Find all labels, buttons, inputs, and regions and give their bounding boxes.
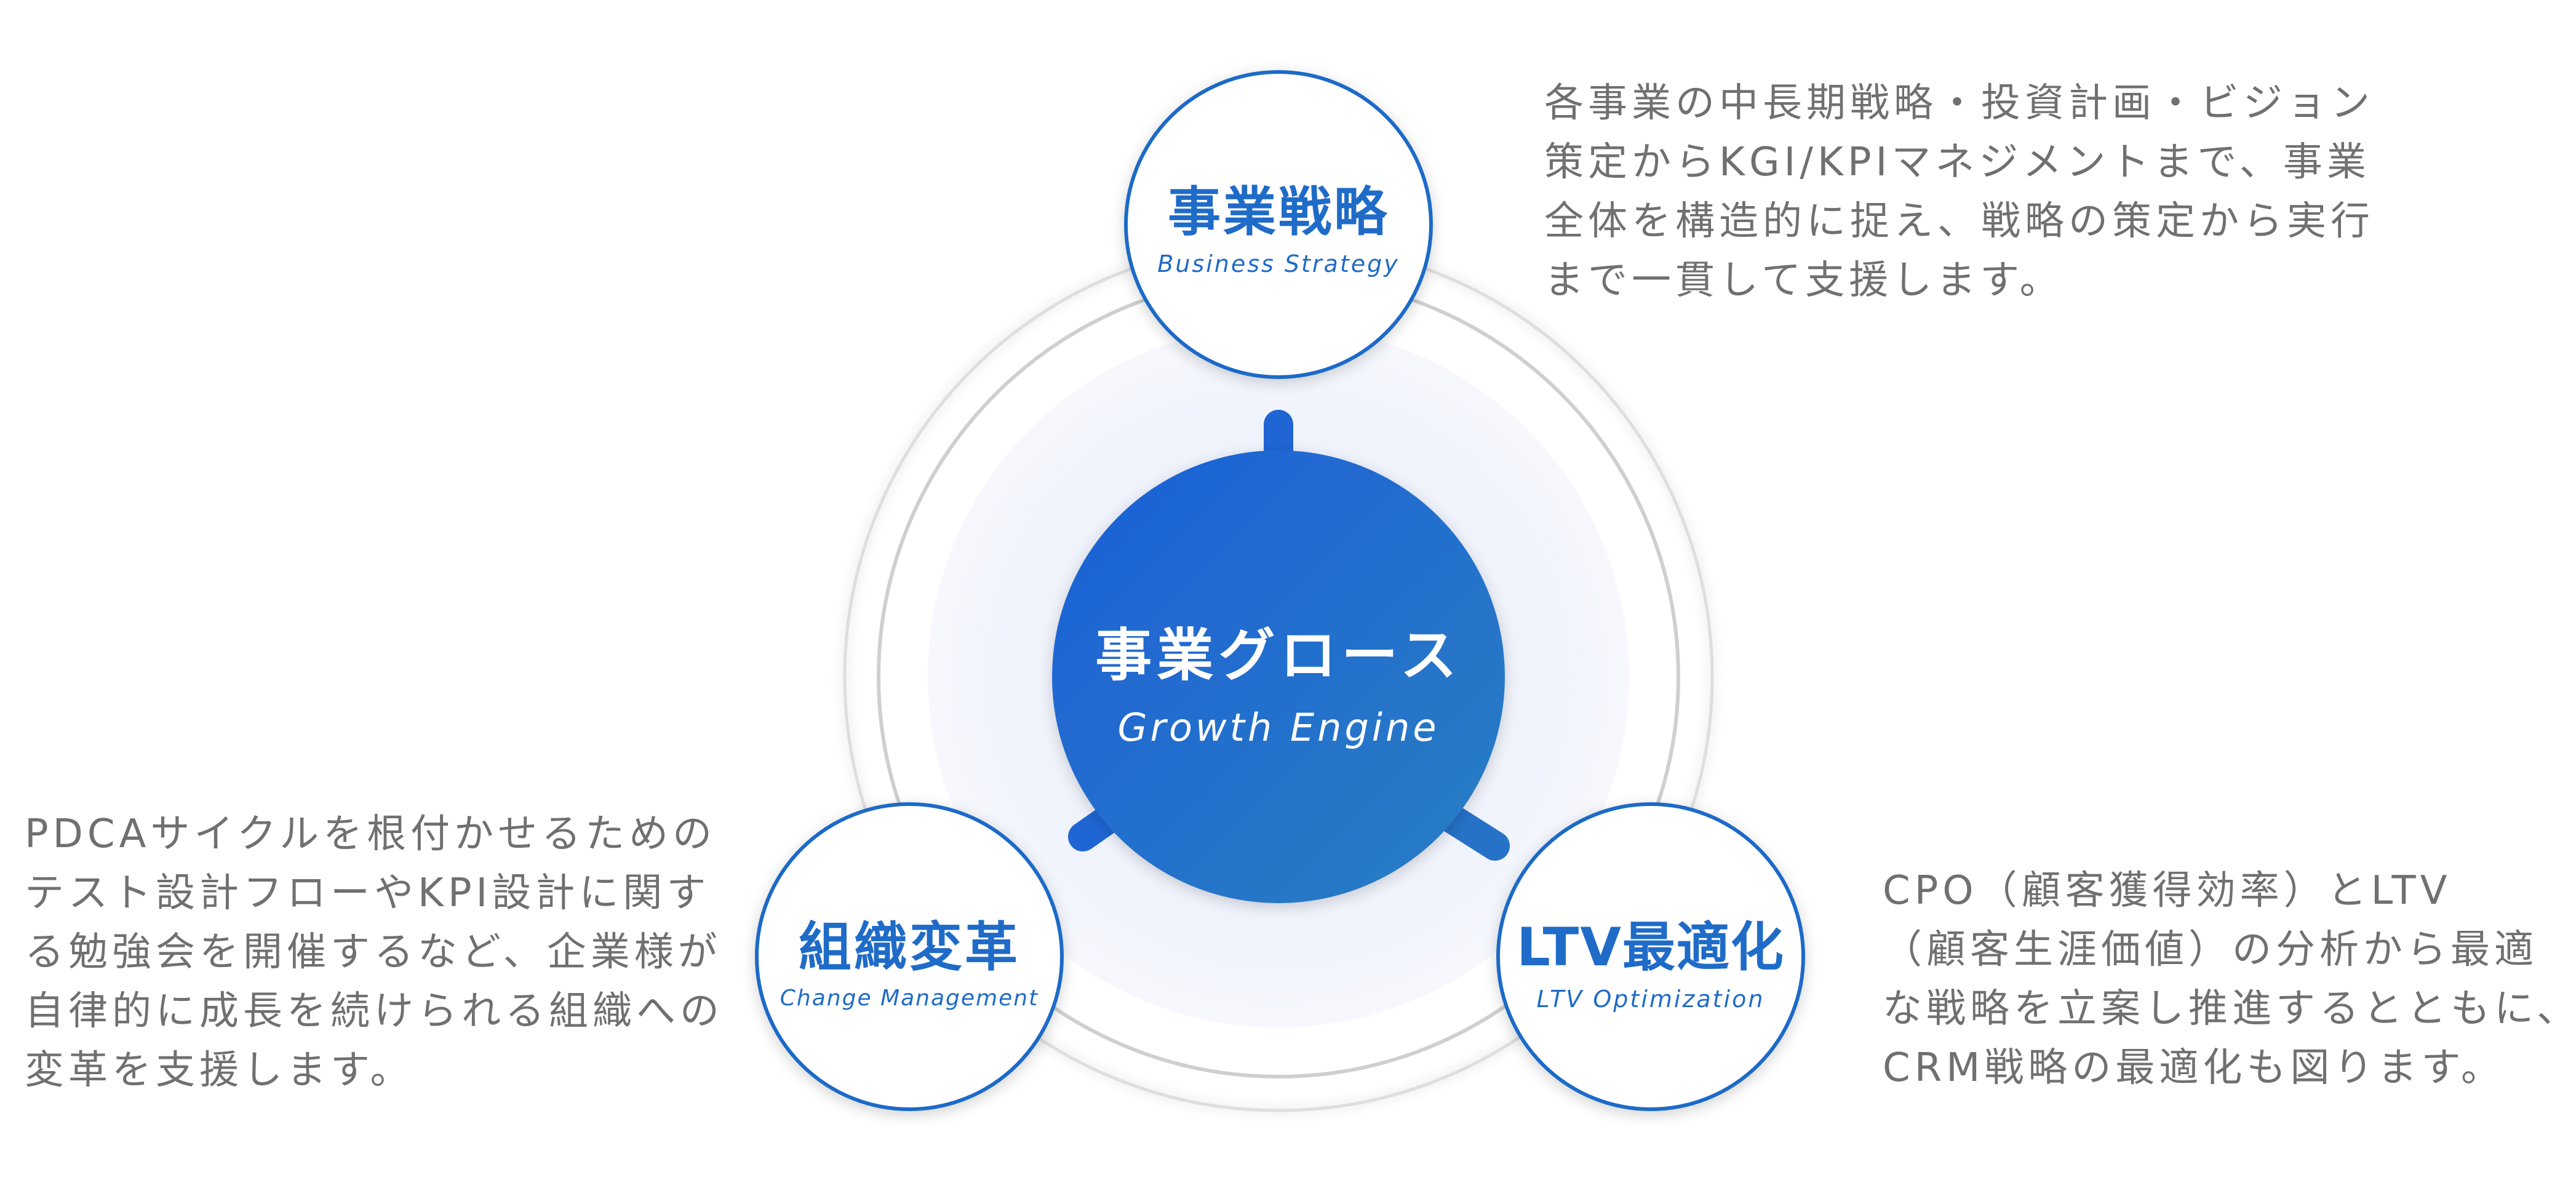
node-circle-strategy — [1124, 70, 1433, 379]
node-circle-org — [755, 802, 1064, 1111]
description-line: CPO（顧客獲得効率）とLTV — [1883, 868, 2452, 914]
description-line: テスト設計フローやKPI設計に関す — [25, 871, 711, 916]
node-label-org: 組織変革 Change Management — [780, 921, 1039, 1010]
node-subtitle-org: Change Management — [780, 986, 1039, 1011]
description-line: な戦略を立案し推進するとともに、 — [1883, 986, 2576, 1032]
description-line: （顧客生涯価値）の分析から最適 — [1883, 927, 2538, 973]
node-label-ltv: LTV最適化 LTV Optimization — [1517, 921, 1785, 1011]
node-circle-ltv — [1496, 802, 1805, 1111]
description-line: 全体を構造的に捉え、戦略の策定から実行 — [1544, 199, 2374, 244]
center-subtitle: Growth Engine — [1117, 705, 1440, 750]
center-title: 事業グロース — [1095, 623, 1462, 688]
center-label: 事業グロース Growth Engine — [1095, 628, 1461, 747]
description-line: CRM戦略の最適化も図ります。 — [1883, 1045, 2505, 1091]
node-title-org: 組織変革 — [798, 917, 1020, 978]
description-line: 策定からKGI/KPIマネジメントまで、事業 — [1544, 140, 2371, 185]
node-label-strategy: 事業戦略 Business Strategy — [1157, 186, 1399, 276]
node-subtitle-strategy: Business Strategy — [1157, 250, 1400, 277]
center-circle — [1052, 450, 1505, 903]
description-line: PDCAサイクルを根付かせるための — [25, 811, 717, 857]
node-title-strategy: 事業戦略 — [1168, 181, 1389, 243]
description-strategy: 各事業の中長期戦略・投資計画・ビジョン 策定からKGI/KPIマネジメントまで、… — [1544, 74, 2374, 310]
description-line: まで一貫して支援します。 — [1544, 258, 2064, 303]
description-ltv: CPO（顧客獲得効率）とLTV （顧客生涯価値）の分析から最適 な戦略を立案し推… — [1883, 861, 2576, 1098]
node-title-ltv: LTV最適化 — [1517, 917, 1785, 978]
description-line: る勉強会を開催するなど、企業様が — [25, 930, 722, 975]
node-subtitle-ltv: LTV Optimization — [1536, 986, 1765, 1013]
description-line: 変革を支援します。 — [25, 1048, 414, 1093]
description-line: 各事業の中長期戦略・投資計画・ビジョン — [1544, 81, 2374, 126]
description-line: 自律的に成長を続けられる組織への — [25, 989, 724, 1034]
description-org: PDCAサイクルを根付かせるための テスト設計フローやKPI設計に関す る勉強会… — [25, 805, 724, 1100]
